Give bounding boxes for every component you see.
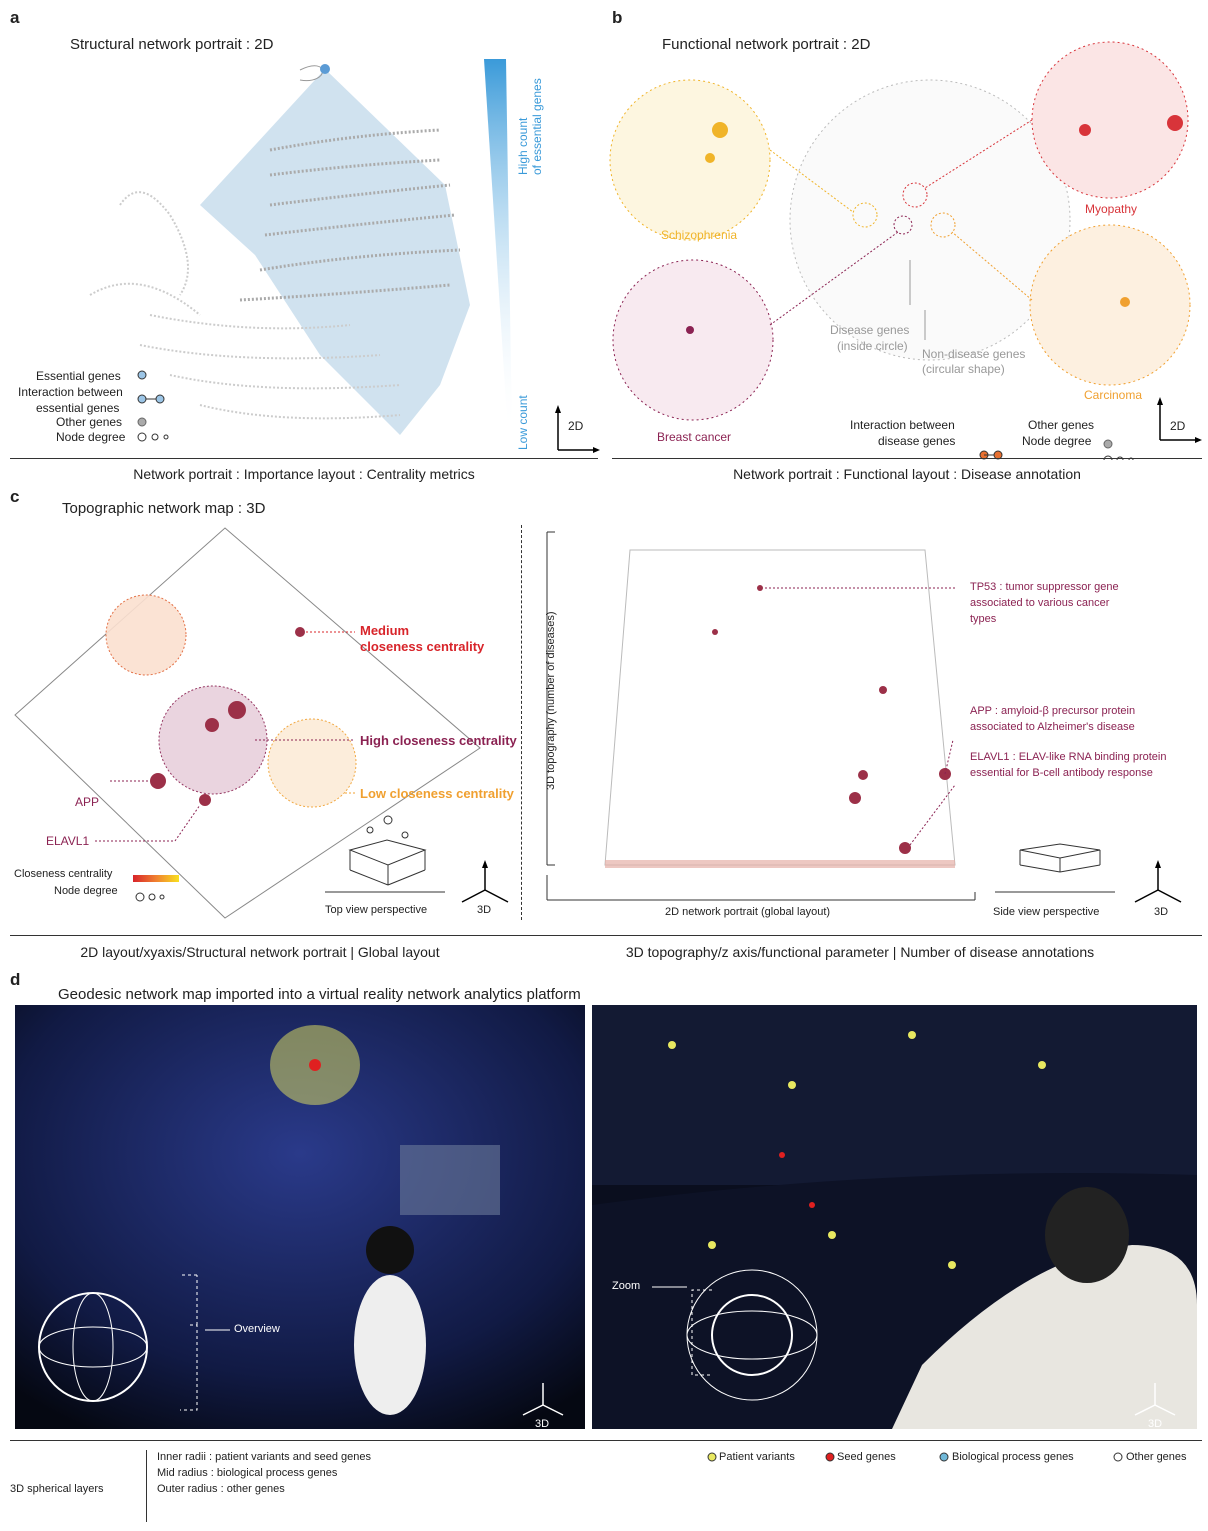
layers-title: 3D spherical layers <box>10 1483 104 1495</box>
legend-d-markers <box>707 1452 1123 1462</box>
tp53-annotation-2: associated to various cancer <box>970 597 1110 609</box>
axis-3d-label-d-right: 3D <box>1148 1418 1163 1430</box>
legend-seed-genes: Seed genes <box>837 1451 896 1463</box>
x-axis-label-c: 2D network portrait (global layout) <box>665 906 831 918</box>
legend-interaction-2: essential genes <box>36 401 120 415</box>
gradient-bottom-label: Low count <box>516 395 530 450</box>
disease-genes-label: Disease genes <box>830 323 910 337</box>
panel-a-label: a <box>10 8 20 27</box>
panel-c-separator <box>521 525 522 920</box>
tp53-annotation: TP53 : tumor suppressor gene <box>970 581 1119 593</box>
legend-essential-genes: Essential genes <box>36 369 121 383</box>
caption-c-right: 3D topography/z axis/functional paramete… <box>625 944 1095 960</box>
legend-biological-process-genes: Biological process genes <box>952 1451 1074 1463</box>
tp53-annotation-3: types <box>970 613 997 625</box>
axis-3d-label-c-left: 3D <box>477 904 492 916</box>
high-closeness-label: High closeness centrality <box>360 733 517 748</box>
app-annotation: APP : amyloid-β precursor protein <box>970 705 1136 717</box>
myopathy-label: Myopathy <box>1085 202 1138 216</box>
functional-network-graphic <box>609 41 1202 460</box>
zoom-label: Zoom <box>612 1280 641 1292</box>
overview-label: Overview <box>234 1323 280 1335</box>
panel-d-label: d <box>10 970 21 989</box>
divider-c <box>10 935 1202 936</box>
panel-b-label: b <box>612 8 623 27</box>
layer-inner: Inner radii : patient variants and seed … <box>157 1451 372 1463</box>
divider-a <box>10 458 598 459</box>
caption-b: Network portrait : Functional layout : D… <box>733 466 1081 482</box>
layer-mid: Mid radius : biological process genes <box>157 1467 338 1479</box>
panel-c-label: c <box>10 487 20 506</box>
vr-overview-photo <box>15 1005 585 1429</box>
app-label: APP <box>75 795 100 809</box>
legend-other-genes: Other genes <box>56 415 123 429</box>
layer-outer: Outer radius : other genes <box>157 1483 285 1495</box>
legend-node-degree-b: Node degree <box>1022 434 1092 448</box>
elavl1-annotation: ELAVL1 : ELAV-like RNA binding protein <box>970 751 1167 763</box>
low-closeness-label: Low closeness centrality <box>360 786 514 801</box>
app-annotation-2: associated to Alzheimer's disease <box>970 721 1135 733</box>
y-axis-label-c: 3D topography (number of diseases) <box>545 611 557 790</box>
caption-c-left: 2D layout/xyaxis/Structural network port… <box>80 944 440 960</box>
panel-d-title: Geodesic network map imported into a vir… <box>58 986 581 1003</box>
top-view-label: Top view perspective <box>325 904 428 916</box>
divider-b <box>612 458 1202 459</box>
legend-patient-variants: Patient variants <box>719 1451 795 1463</box>
topographic-side-view-graphic <box>546 531 1182 903</box>
gradient-top-label-2: of essential genes <box>530 78 544 175</box>
side-view-label: Side view perspective <box>993 906 1100 918</box>
panel-b-title: Functional network portrait : 2D <box>662 36 871 53</box>
legend-node-degree-c: Node degree <box>54 885 118 897</box>
gradient-top-label: High count <box>516 117 530 175</box>
axis-3d-label-d-left: 3D <box>535 1418 550 1430</box>
legend-interaction-disease-2: disease genes <box>878 434 956 448</box>
disease-genes-label-2: (inside circle) <box>837 339 908 353</box>
non-disease-genes-label: Non-disease genes <box>922 347 1026 361</box>
vr-zoom-photo <box>592 1005 1197 1429</box>
layers-bracket <box>146 1450 147 1522</box>
legend-node-degree: Node degree <box>56 430 126 444</box>
legend-closeness: Closeness centrality <box>14 868 113 880</box>
axis-2d-label-a: 2D <box>568 419 584 433</box>
axis-3d-label-c-right: 3D <box>1154 906 1169 918</box>
legend-other-genes-d: Other genes <box>1126 1451 1187 1463</box>
carcinoma-label: Carcinoma <box>1084 388 1143 402</box>
legend-interaction-disease: Interaction between <box>850 418 955 432</box>
legend-other-genes-b: Other genes <box>1028 418 1095 432</box>
elavl1-annotation-2: essential for B-cell antibody response <box>970 767 1153 779</box>
axis-2d-label-b: 2D <box>1170 419 1186 433</box>
medium-closeness-label: Medium <box>360 623 410 638</box>
caption-a: Network portrait : Importance layout : C… <box>133 466 475 482</box>
structural-network-graphic <box>89 59 600 453</box>
schizophrenia-label: Schizophrenia <box>661 228 738 242</box>
breast-cancer-label: Breast cancer <box>657 430 732 444</box>
topographic-top-view-graphic <box>14 527 509 919</box>
divider-d <box>10 1440 1202 1441</box>
medium-closeness-label-2: closeness centrality <box>360 639 485 654</box>
non-disease-genes-label-2: (circular shape) <box>922 362 1005 376</box>
panel-a-title: Structural network portrait : 2D <box>70 36 274 53</box>
legend-interaction-1: Interaction between <box>18 385 123 399</box>
elavl1-label: ELAVL1 <box>46 834 90 848</box>
panel-c-title: Topographic network map : 3D <box>62 500 266 517</box>
